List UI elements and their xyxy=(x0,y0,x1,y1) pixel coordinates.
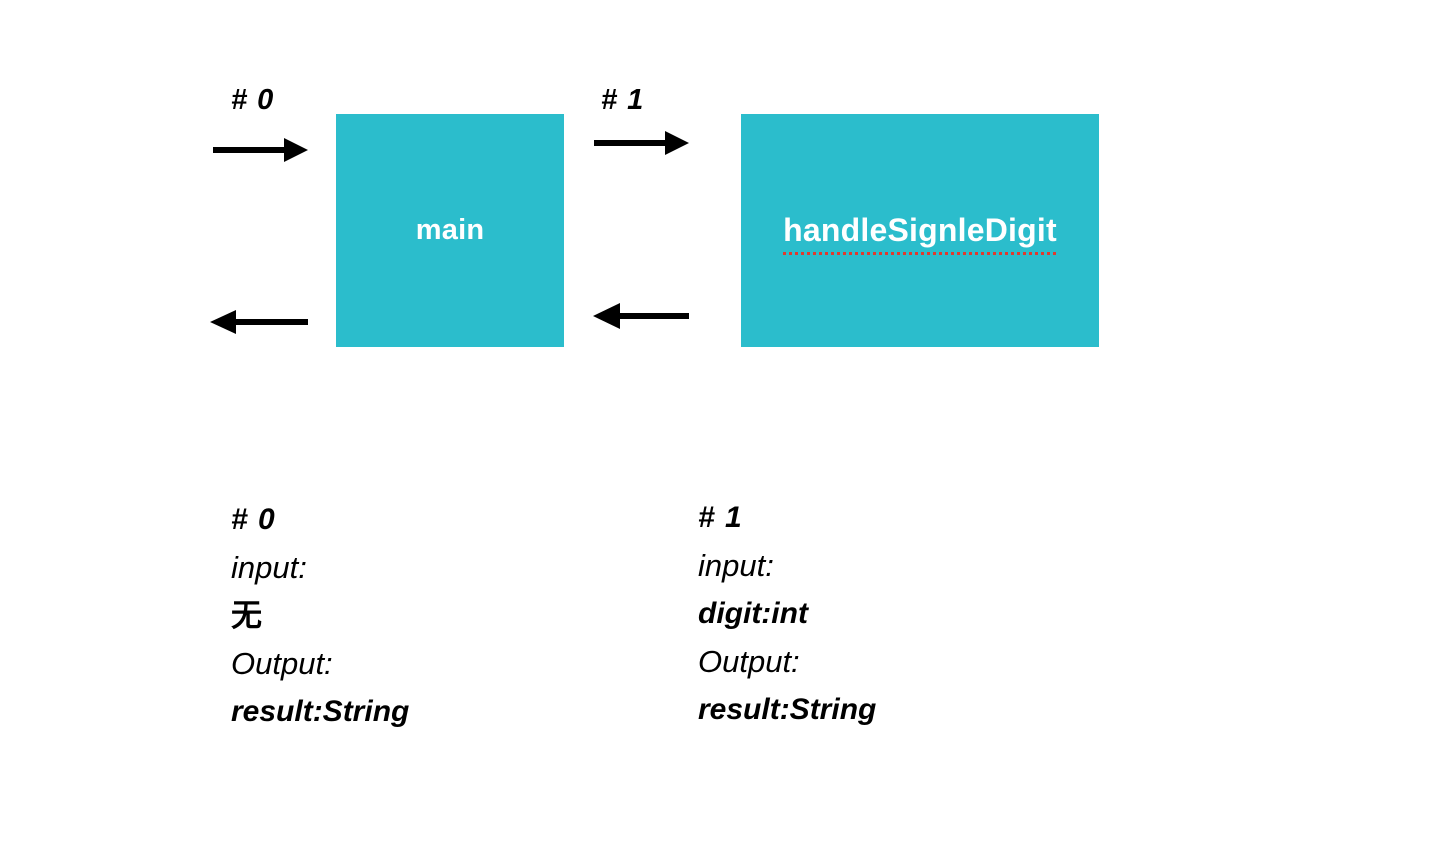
node-main-label: main xyxy=(415,214,485,246)
node-main[interactable]: main xyxy=(336,114,564,347)
arrow-main-to-handlesignledigit-icon xyxy=(594,131,689,155)
spec-1-id: # 1 xyxy=(698,501,743,534)
spec-0-id: # 0 xyxy=(231,503,276,536)
arrow-out-of-main-icon xyxy=(210,310,308,334)
spec-1-input-label: input: xyxy=(698,548,774,583)
spec-0-output-label: Output: xyxy=(231,646,333,681)
spec-0-output-value: result:String xyxy=(231,695,410,728)
arrow-into-main-icon xyxy=(213,138,308,162)
spec-1-output-value: result:String xyxy=(698,693,877,726)
edge-label-0: # 0 xyxy=(231,84,275,116)
spec-block-1: # 1 input: digit:int Output: result:Stri… xyxy=(698,494,876,734)
node-handlesignledigit-label: handleSignleDigit xyxy=(783,212,1057,255)
spec-1-output-label: Output: xyxy=(698,644,800,679)
edge-label-1: # 1 xyxy=(601,84,645,116)
node-handlesignledigit[interactable]: handleSignleDigit xyxy=(741,114,1099,347)
spec-0-input-value: 无 xyxy=(231,598,262,633)
spec-1-input-value: digit:int xyxy=(698,597,808,630)
spec-0-input-label: input: xyxy=(231,550,307,585)
spec-block-0: # 0 input: 无 Output: result:String xyxy=(231,496,409,736)
arrow-handlesignledigit-to-main-icon xyxy=(593,303,689,329)
